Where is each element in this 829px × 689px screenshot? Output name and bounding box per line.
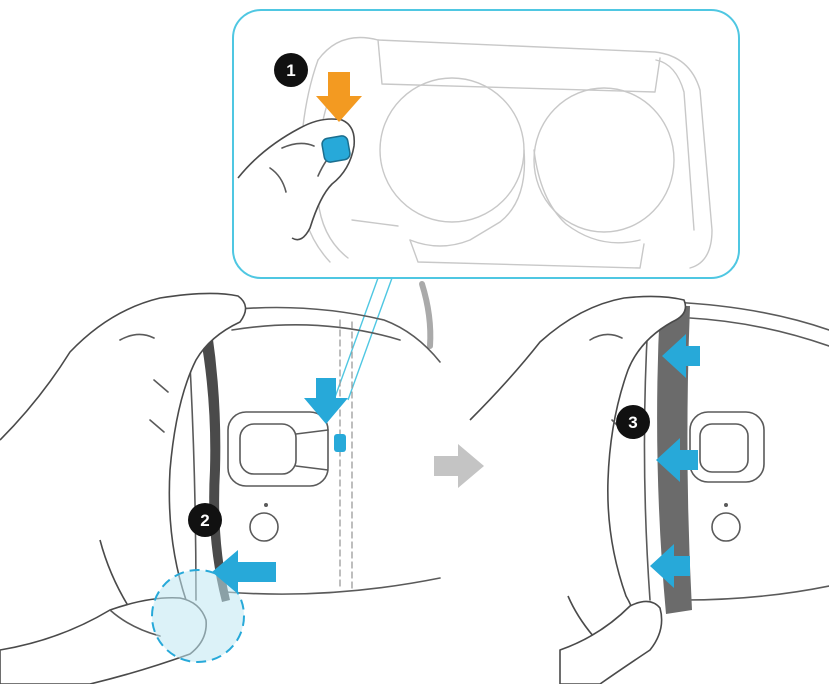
left-arrow-icon [656, 438, 698, 482]
callout-pointer-line [333, 277, 379, 401]
left-arrow-icon [662, 334, 700, 378]
right-arrow-icon [434, 444, 484, 488]
step-3-badge: 3 [616, 405, 650, 439]
down-arrow-icon [316, 72, 362, 122]
step-1-badge: 1 [274, 53, 308, 87]
headset-inside-view [299, 36, 713, 269]
latch-button-front [334, 434, 346, 452]
scene-after: 3 [469, 295, 829, 685]
latch-button [321, 135, 351, 163]
highlight-circle [151, 569, 245, 663]
step-1-number: 1 [286, 61, 295, 80]
finger-pressing-button [237, 118, 356, 241]
step-2-badge: 2 [188, 503, 222, 537]
step-3-number: 3 [628, 413, 637, 432]
callout-pointer-line [347, 277, 393, 401]
face-padding [200, 332, 230, 602]
left-arrow-icon [650, 544, 690, 588]
zoom-callout: 1 [232, 9, 740, 401]
scene-before: 2 [0, 281, 441, 685]
callout-frame [232, 9, 740, 279]
down-arrow-icon [304, 378, 348, 424]
left-arrow-icon [212, 550, 276, 594]
step-2-number: 2 [200, 511, 209, 530]
